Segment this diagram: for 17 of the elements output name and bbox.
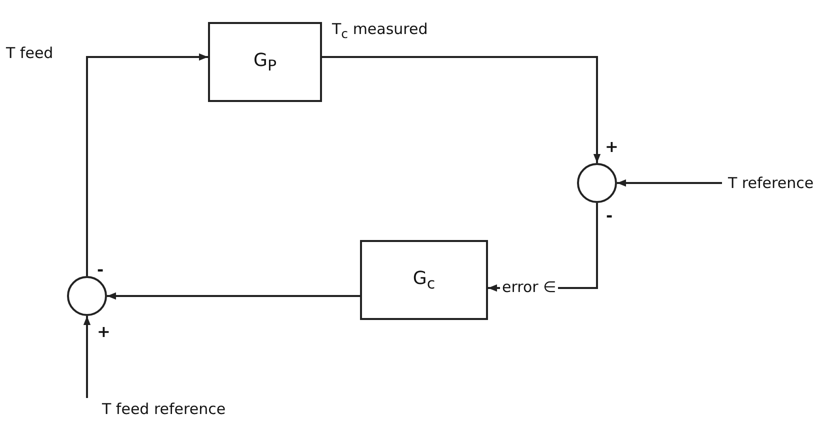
signal-label: T feed reference bbox=[80, 398, 260, 420]
block-label: G$_{P}$ bbox=[254, 50, 276, 74]
sign-label: - bbox=[97, 260, 104, 279]
transfer-function-block bbox=[208, 22, 322, 102]
arrow bbox=[322, 56, 601, 163]
summing-junction bbox=[67, 276, 107, 316]
sign-label: - bbox=[606, 206, 613, 225]
transfer-function-block bbox=[360, 240, 488, 320]
sign-label: + bbox=[97, 322, 110, 341]
arrow bbox=[83, 316, 91, 398]
arrow bbox=[107, 292, 360, 300]
arrow bbox=[86, 53, 208, 276]
arrow bbox=[617, 179, 722, 187]
signal-label: T reference bbox=[722, 170, 834, 196]
block-label: G$_{c}$ bbox=[412, 268, 436, 292]
summing-junction bbox=[577, 163, 617, 203]
sign-label: + bbox=[605, 137, 618, 156]
